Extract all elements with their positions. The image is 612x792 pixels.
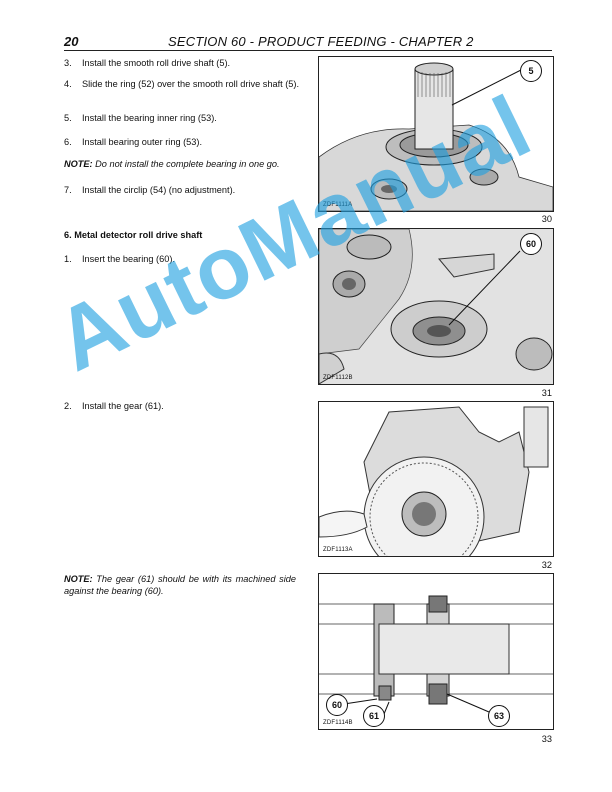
figure-number-31: 31 <box>541 388 552 398</box>
step-text: Install the circlip (54) (no adjustment)… <box>82 185 236 195</box>
step-number: 5. <box>64 113 72 123</box>
step-text: Slide the ring (52) over the smooth roll… <box>82 79 300 89</box>
step-number: 6. <box>64 137 72 147</box>
section-title: SECTION 60 - PRODUCT FEEDING - CHAPTER 2 <box>168 34 474 49</box>
step-text: Install the gear (61). <box>82 401 164 411</box>
figure-number-33: 33 <box>541 734 552 744</box>
callout-5: 5 <box>520 60 542 82</box>
callout-60: 60 <box>326 694 348 716</box>
note-1: NOTE: Do not install the complete bearin… <box>64 158 304 170</box>
figure-33-illustration <box>319 574 553 729</box>
step-text: Insert the bearing (60). <box>82 254 175 264</box>
note-text: Do not install the complete bearing in o… <box>95 159 280 169</box>
figure-30: 5 ZDF1111A <box>318 56 554 212</box>
note-text: The gear (61) should be with its machine… <box>64 574 296 596</box>
figure-code: ZDF1113A <box>323 547 353 553</box>
note-label: NOTE: <box>64 159 93 169</box>
figure-code: ZDF1111A <box>323 202 353 208</box>
page-number: 20 <box>64 34 79 49</box>
step-text: Install the bearing inner ring (53). <box>82 113 217 123</box>
callout-61: 61 <box>363 705 385 727</box>
step-text: Install bearing outer ring (53). <box>82 137 203 147</box>
step-number: 1. <box>64 254 72 264</box>
step-number: 2. <box>64 401 72 411</box>
step-number: 7. <box>64 185 72 195</box>
figure-33: 60 61 63 ZDF1114B <box>318 573 554 730</box>
figure-code: ZDF1114B <box>323 720 353 726</box>
callout-63: 63 <box>488 705 510 727</box>
figure-32: ZDF1113A <box>318 401 554 557</box>
note-2: NOTE: The gear (61) should be with its m… <box>64 573 296 597</box>
figure-number-32: 32 <box>541 560 552 570</box>
step-text: Install the smooth roll drive shaft (5). <box>82 58 231 68</box>
note-label: NOTE: <box>64 574 93 584</box>
figure-30-illustration <box>319 62 553 211</box>
page-header: 20 SECTION 60 - PRODUCT FEEDING - CHAPTE… <box>64 34 552 50</box>
header-rule <box>64 50 552 51</box>
figure-number-30: 30 <box>541 214 552 224</box>
figure-31: 60 ZDF1112B <box>318 228 554 385</box>
step-number: 4. <box>64 79 72 89</box>
figure-code: ZDF1112B <box>323 375 353 381</box>
callout-60: 60 <box>520 233 542 255</box>
figure-31-illustration <box>319 229 553 384</box>
figure-32-illustration <box>319 402 553 556</box>
section-heading: 6. Metal detector roll drive shaft <box>64 230 203 240</box>
step-number: 3. <box>64 58 72 68</box>
